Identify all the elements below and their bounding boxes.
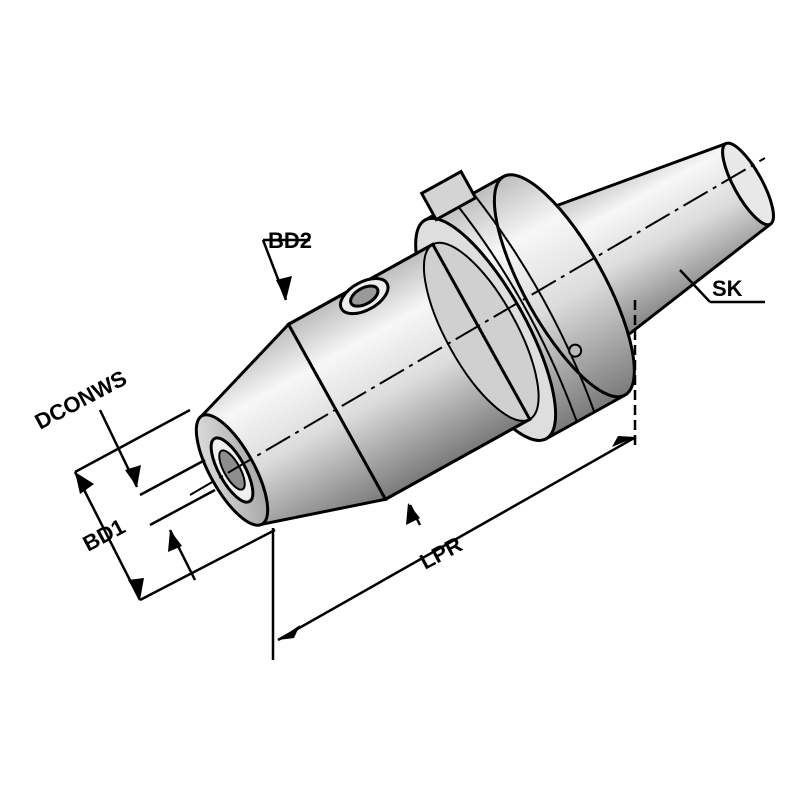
label-bd1: BD1 xyxy=(79,514,130,557)
tool-holder-body xyxy=(194,141,775,527)
label-bd2: BD2 xyxy=(268,228,312,253)
label-dconws: DCONWS xyxy=(31,365,131,434)
drive-key xyxy=(419,169,478,222)
label-sk: SK xyxy=(712,276,743,301)
lpr-dimension xyxy=(277,435,637,642)
clamping-screw xyxy=(339,276,390,316)
bd1-dimension xyxy=(73,471,142,601)
dimension-arrows xyxy=(75,276,636,640)
center-axis xyxy=(189,157,766,496)
